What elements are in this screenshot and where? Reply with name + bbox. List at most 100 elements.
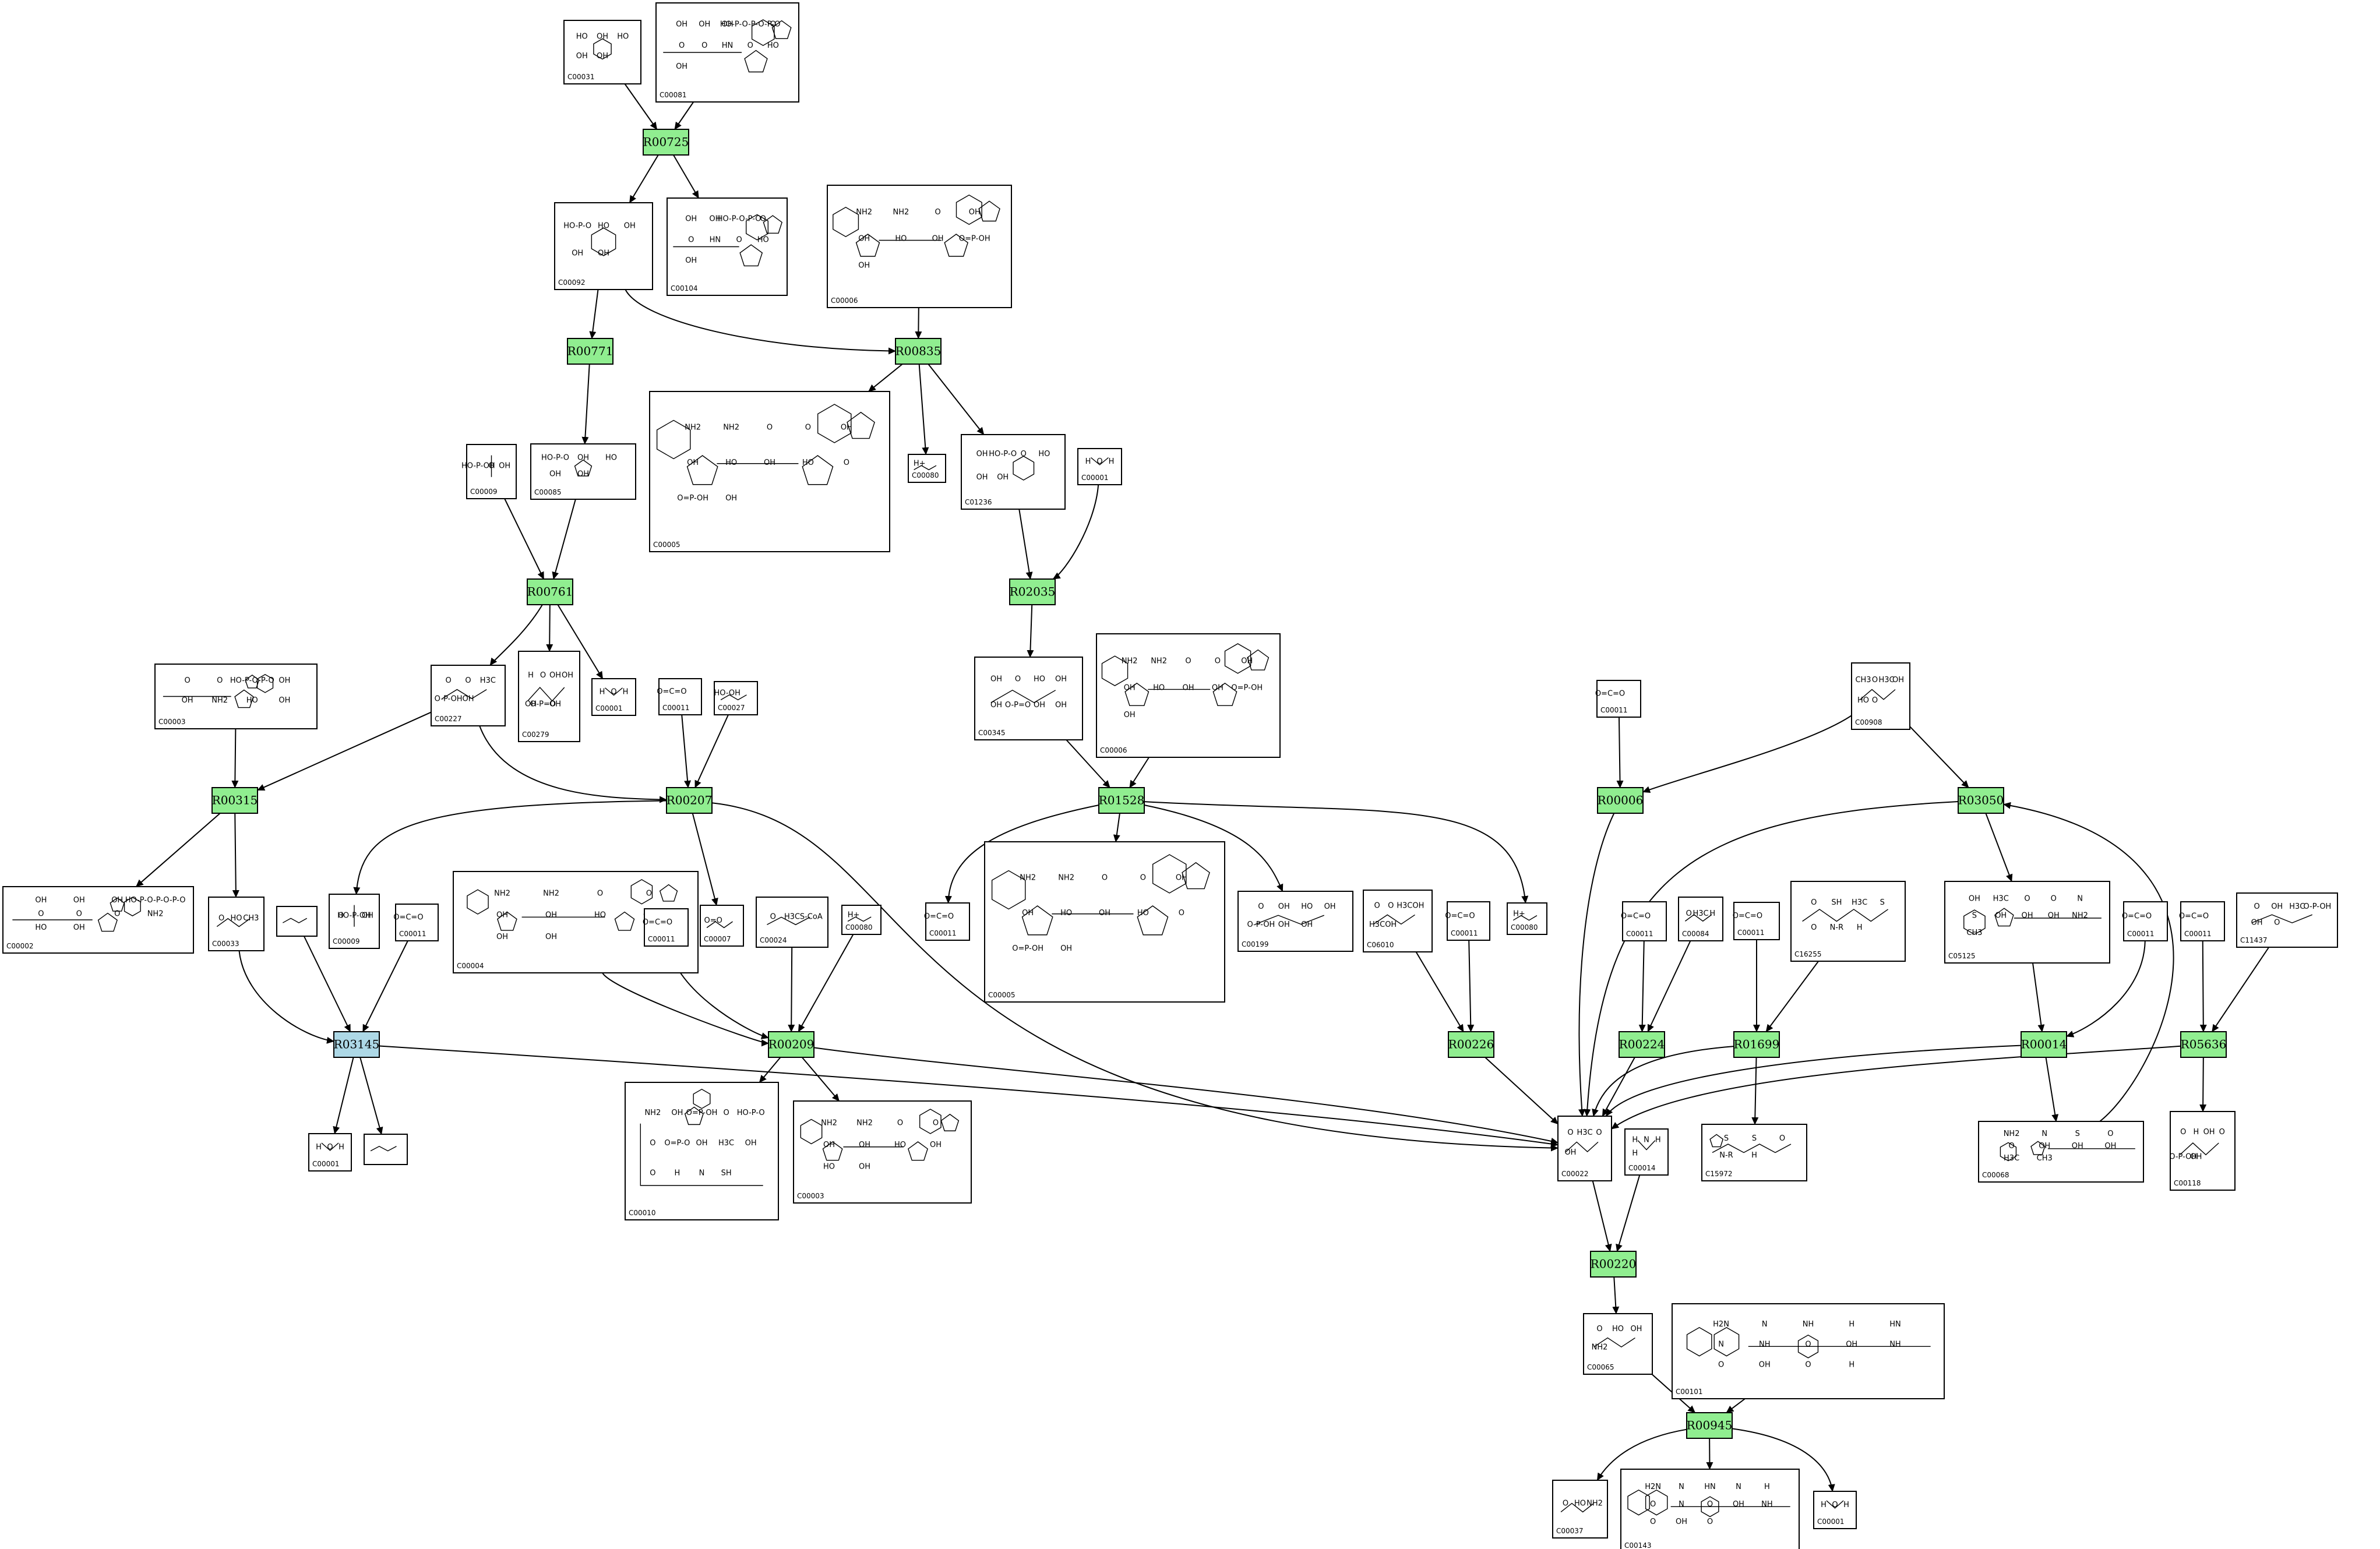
compound-box[interactable] xyxy=(554,202,653,290)
compound-box[interactable] xyxy=(1507,902,1547,935)
compound-box[interactable] xyxy=(984,841,1225,1003)
compound-box[interactable] xyxy=(1813,1491,1857,1529)
compound-box[interactable] xyxy=(658,678,702,715)
compound-c00080[interactable]: H+C00080 xyxy=(841,905,882,935)
compound-box[interactable] xyxy=(1701,1124,1807,1181)
reaction-r03145[interactable]: R03145 xyxy=(333,1031,380,1058)
reaction-box[interactable] xyxy=(211,787,258,814)
compound-box[interactable] xyxy=(395,904,439,941)
compound-c00080[interactable]: H+C00080 xyxy=(908,454,946,483)
compound-blank[interactable] xyxy=(364,1134,408,1165)
reaction-box[interactable] xyxy=(527,578,573,605)
reaction-box[interactable] xyxy=(2021,1031,2067,1058)
reaction-box[interactable] xyxy=(768,1031,815,1058)
compound-box[interactable] xyxy=(925,902,970,941)
compound-box[interactable] xyxy=(1557,1116,1612,1181)
reaction-box[interactable] xyxy=(1448,1031,1494,1058)
reaction-r00220[interactable]: R00220 xyxy=(1590,1251,1637,1278)
reaction-r00014[interactable]: R00014 xyxy=(2021,1031,2067,1058)
compound-box[interactable] xyxy=(827,185,1012,308)
reaction-r00226[interactable]: R00226 xyxy=(1448,1031,1494,1058)
reaction-r00945[interactable]: R00945 xyxy=(1686,1412,1733,1439)
compound-box[interactable] xyxy=(208,897,265,951)
compound-box[interactable] xyxy=(530,443,636,500)
compound-box[interactable] xyxy=(2170,1111,2236,1191)
reaction-r02035[interactable]: R02035 xyxy=(1009,578,1056,605)
reaction-box[interactable] xyxy=(643,129,689,156)
compound-box[interactable] xyxy=(591,678,636,716)
reaction-box[interactable] xyxy=(1098,787,1145,814)
compound-box[interactable] xyxy=(756,897,828,948)
reaction-box[interactable] xyxy=(1009,578,1056,605)
compound-box[interactable] xyxy=(1978,1121,2144,1183)
compound-box[interactable] xyxy=(1237,891,1353,952)
reaction-box[interactable] xyxy=(895,338,942,365)
compound-box[interactable] xyxy=(793,1100,972,1204)
compound-box[interactable] xyxy=(1096,633,1281,758)
reaction-r00006[interactable]: R00006 xyxy=(1597,787,1644,814)
compound-box[interactable] xyxy=(649,391,890,552)
compound-box[interactable] xyxy=(2236,892,2338,948)
compound-box[interactable] xyxy=(1733,902,1780,940)
compound-box[interactable] xyxy=(700,905,744,947)
compound-blank[interactable] xyxy=(276,906,318,937)
reaction-box[interactable] xyxy=(1733,1031,1780,1058)
compound-box[interactable] xyxy=(2123,901,2168,941)
compound-box[interactable] xyxy=(518,651,580,742)
reaction-r00771[interactable]: R00771 xyxy=(567,338,613,365)
compound-box[interactable] xyxy=(329,894,380,949)
reaction-r00725[interactable]: R00725 xyxy=(643,129,689,156)
reaction-box[interactable] xyxy=(567,338,613,365)
compound-box[interactable] xyxy=(2180,901,2225,941)
compound-box[interactable] xyxy=(1077,448,1122,485)
compound-box[interactable] xyxy=(1624,1128,1669,1176)
compound-box[interactable] xyxy=(1672,1303,1945,1399)
compound-box[interactable] xyxy=(1596,680,1641,718)
reaction-box[interactable] xyxy=(1686,1412,1733,1439)
compound-box[interactable] xyxy=(431,665,506,726)
compound-box[interactable] xyxy=(974,657,1083,740)
reaction-r05636[interactable]: R05636 xyxy=(2180,1031,2227,1058)
reaction-r01699[interactable]: R01699 xyxy=(1733,1031,1780,1058)
compound-c00080[interactable]: H+C00080 xyxy=(1507,902,1547,935)
